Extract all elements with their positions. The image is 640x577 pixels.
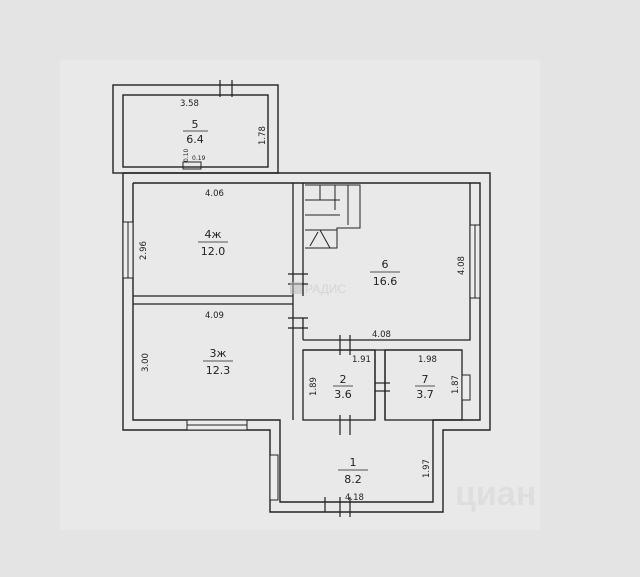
room-7-window xyxy=(461,374,471,401)
room-5-area: 6.4 xyxy=(186,133,204,146)
staircase xyxy=(305,184,361,249)
room-7-dim-top: 1.98 xyxy=(418,355,437,365)
room-3-dim-side: 3.00 xyxy=(141,353,151,372)
room-4-number: 4ж xyxy=(205,228,222,241)
room-2-dim-side: 1.89 xyxy=(309,377,319,396)
room-4-dim-side: 2.96 xyxy=(139,241,149,260)
room-2-area: 3.6 xyxy=(334,388,352,401)
room-2-number: 2 xyxy=(340,373,347,386)
room-5-dim-side: 1.78 xyxy=(258,126,268,145)
radis-watermark: РАДИС xyxy=(290,282,346,296)
room-5-window xyxy=(219,80,233,97)
door-marks xyxy=(288,273,390,517)
left-window xyxy=(122,221,134,279)
room-6-area: 16.6 xyxy=(373,275,398,288)
room-7-dim-side: 1.87 xyxy=(451,375,461,394)
room-7-area: 3.7 xyxy=(416,388,434,401)
room-6-number: 6 xyxy=(382,258,389,271)
room-5-dim-top: 3.58 xyxy=(180,99,199,109)
room-3-area: 12.3 xyxy=(206,364,231,377)
room-5-dim-small-a: 0.10 xyxy=(183,148,190,162)
bottom-window xyxy=(186,419,248,431)
radis-logo-icon xyxy=(290,282,302,294)
room-1-number: 1 xyxy=(350,456,357,469)
room-4-area: 12.0 xyxy=(201,245,226,258)
room-5-vent xyxy=(182,161,202,170)
room-4-walls xyxy=(133,183,304,420)
room-3-dim-top: 4.09 xyxy=(205,311,224,321)
room-1-dim-side: 1.97 xyxy=(422,459,432,478)
room-5-dim-small-b: 0.19 xyxy=(192,155,206,162)
cian-watermark: циан xyxy=(455,475,536,513)
room-2-dim-top: 1.91 xyxy=(352,355,371,365)
paper-highlight xyxy=(60,60,540,530)
room-4-dim-top: 4.06 xyxy=(205,189,224,199)
room-6-dim-side: 4.08 xyxy=(457,256,467,275)
room-3-number: 3ж xyxy=(210,347,227,360)
porch-window xyxy=(269,454,430,503)
room-6-dim-bottom: 4.08 xyxy=(372,330,391,340)
right-window xyxy=(469,224,481,299)
room-1-dim-bottom: 4.18 xyxy=(345,493,364,503)
room-7-number: 7 xyxy=(422,373,429,386)
radis-watermark-text: РАДИС xyxy=(305,282,346,296)
room-5-number: 5 xyxy=(192,118,199,131)
room-1-area: 8.2 xyxy=(344,473,362,486)
